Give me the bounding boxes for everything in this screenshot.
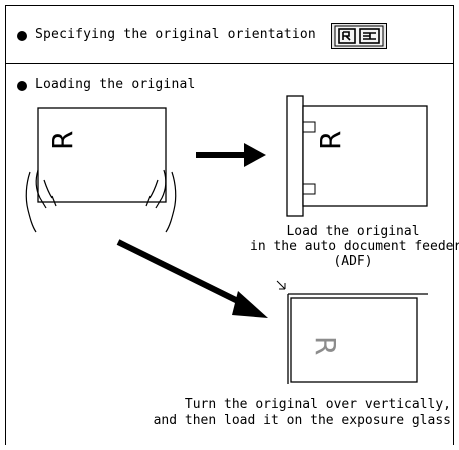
bullet-icon [17, 81, 27, 91]
adf-illustration: R [286, 95, 428, 217]
arrow-diagonal-icon [116, 239, 268, 318]
right-border [453, 5, 454, 445]
left-border [5, 5, 6, 445]
exposure-glass-illustration: R [276, 280, 428, 384]
adf-caption: Load the original in the auto document f… [250, 224, 459, 269]
adf-caption-line: Load the original [286, 224, 420, 239]
top-border [5, 5, 454, 6]
original-sheet: R [37, 107, 167, 203]
adf-caption-line: (ADF) [333, 254, 373, 269]
bullet-icon [17, 31, 27, 41]
glass-caption: Turn the original over vertically, and t… [154, 397, 451, 429]
section-divider [5, 63, 454, 64]
adf-caption-line: in the auto document feeder [250, 239, 459, 254]
original-letter: R [46, 131, 79, 150]
manual-panel [5, 5, 454, 445]
right-hand-icon [145, 169, 177, 233]
arrow-right-icon [196, 143, 266, 167]
orientation-key-icon [331, 23, 387, 49]
left-hand-icon [25, 169, 57, 233]
glass-caption-line: Turn the original over vertically, [184, 397, 451, 412]
adf-letter: R [314, 131, 347, 150]
glass-letter: R [309, 336, 342, 355]
glass-caption-line: and then load it on the exposure glass [153, 413, 451, 428]
orientation-heading: Specifying the original orientation [35, 27, 316, 42]
loading-heading: Loading the original [35, 77, 196, 92]
